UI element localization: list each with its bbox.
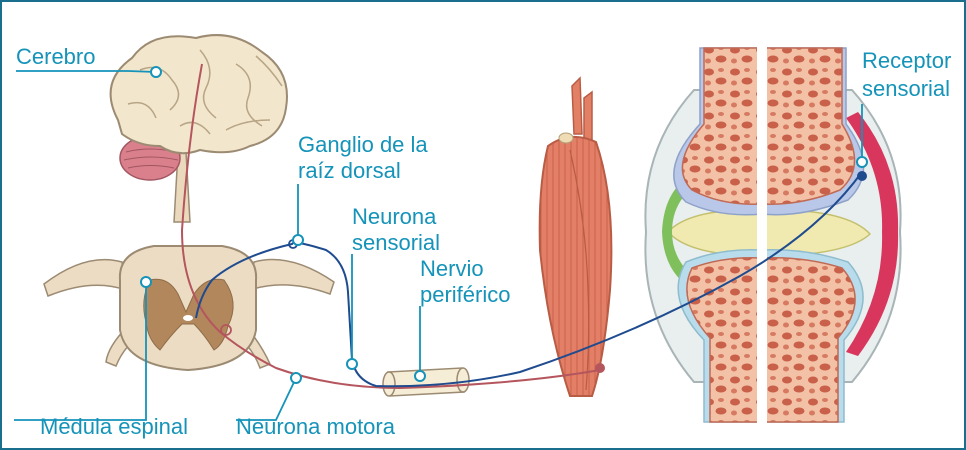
label-sensory-neuron-line2: sensorial (352, 230, 440, 255)
label-peripheral-nerve-line2: periférico (420, 282, 510, 307)
label-receptor-line1: Receptor (862, 48, 951, 73)
label-sensory-neuron-line1: Neurona (352, 204, 437, 229)
label-dorsal-ganglion-line1: Ganglio de la (298, 132, 428, 157)
sensory-receptor-ending (857, 171, 867, 181)
label-brain: Cerebro (16, 44, 95, 69)
label-motor-neuron: Neurona motora (236, 414, 396, 439)
label-dorsal-ganglion-line2: raíz dorsal (298, 158, 401, 183)
label-spinal-cord: Médula espinal (40, 414, 188, 439)
label-peripheral-nerve-line1: Nervio (420, 256, 484, 281)
motor-end-plate (595, 363, 605, 373)
label-receptor-line2: sensorial (862, 76, 950, 101)
